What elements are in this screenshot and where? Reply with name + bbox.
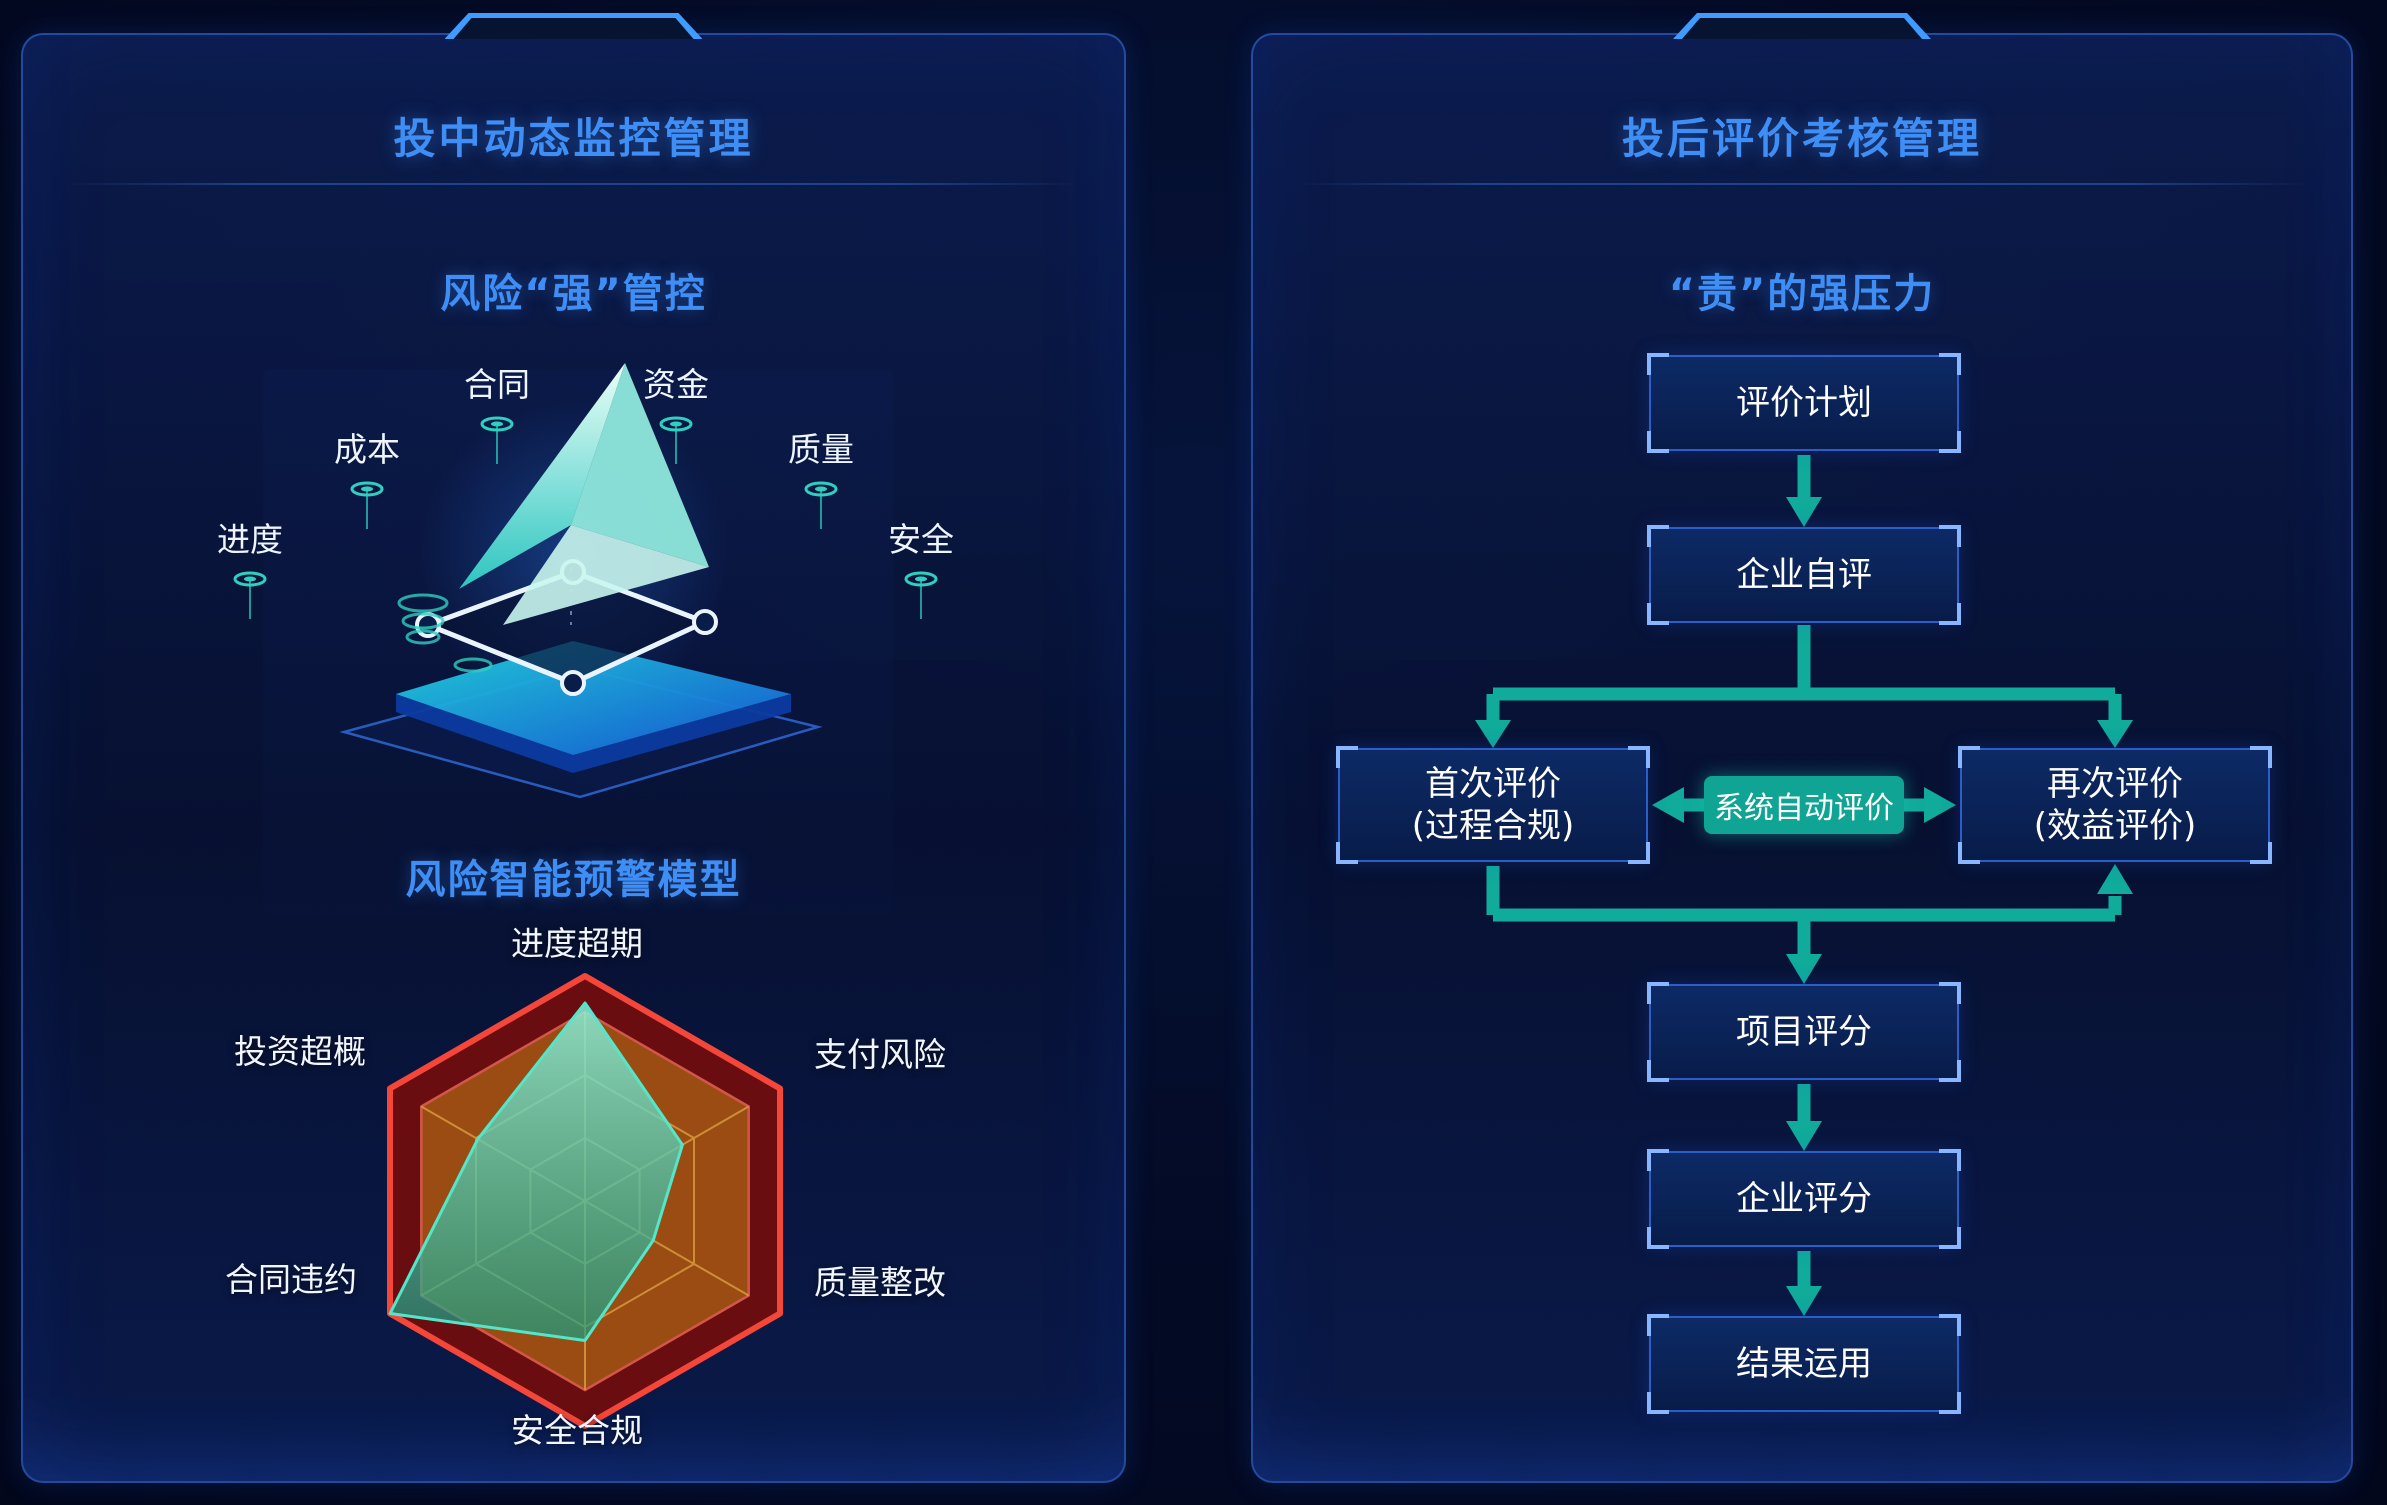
monitor-label-funds: 资金 [643, 358, 709, 468]
monitor-label-text: 成本 [334, 430, 400, 469]
connector-arrowheads [1475, 497, 2133, 1316]
left-panel-title: 投中动态监控管理 [393, 114, 754, 163]
pin-icon [659, 416, 693, 464]
monitor-label-progress: 进度 [217, 513, 283, 623]
monitor-label-cost: 成本 [334, 423, 400, 533]
title-divider [1296, 183, 2308, 185]
flow-box-label: 企业自评 [1736, 554, 1872, 595]
panel-notch-inner [1682, 18, 1922, 39]
monitor-label-text: 合同 [464, 365, 530, 404]
flow-box-label: 项目评分 [1736, 1011, 1872, 1052]
panel-notch [1673, 13, 1931, 39]
radar-axis-quality-rectify: 质量整改 [814, 1263, 946, 1302]
radar-axis-progress-overdue: 进度超期 [511, 924, 643, 963]
panel-notch-inner [454, 18, 694, 39]
monitor-label-text: 质量 [788, 430, 854, 469]
flow-box-label: 结果运用 [1736, 1343, 1872, 1384]
flow-box-self-evaluation: 企业自评 [1647, 525, 1961, 625]
warning-model-title: 风险智能预警模型 [405, 857, 742, 903]
flow-box-label: 评价计划 [1736, 382, 1872, 423]
pin-icon [480, 416, 514, 464]
radar-data-polygon [388, 1001, 684, 1342]
pin-icon [350, 481, 384, 529]
auto-evaluation-badge: 系统自动评价 [1704, 776, 1904, 834]
paper-plane-underwing [503, 525, 709, 625]
pin-icon [804, 481, 838, 529]
risk-radar-chart [387, 973, 783, 1429]
flow-box-label: 首次评价 [1425, 763, 1561, 804]
panel-post-investment-evaluation: 投后评价考核管理 “责”的强压力 评价计划 企业自评 首次 [1251, 33, 2353, 1483]
panel-investment-monitoring: 投中动态监控管理 风险“强”管控 [21, 33, 1126, 1483]
flow-box-company-score: 企业评分 [1647, 1149, 1961, 1249]
flow-box-result-application: 结果运用 [1647, 1314, 1961, 1414]
monitor-label-text: 安全 [888, 520, 954, 559]
monitor-label-text: 进度 [217, 520, 283, 559]
platform-side [396, 694, 791, 773]
panel-notch [445, 13, 703, 39]
monitor-label-text: 资金 [643, 365, 709, 404]
radar-axis-payment-risk: 支付风险 [814, 1035, 946, 1074]
risk-control-subtitle: 风险“强”管控 [440, 271, 707, 317]
responsibility-subtitle: “责”的强压力 [1668, 271, 1936, 317]
pin-icon [233, 571, 267, 619]
flow-box-evaluation-plan: 评价计划 [1647, 353, 1961, 453]
platform-top [396, 641, 791, 755]
flow-box-first-evaluation: 首次评价 (过程合规) [1336, 746, 1650, 864]
paper-plane-right-wing [571, 363, 709, 567]
monitor-label-contract: 合同 [464, 358, 530, 468]
monitor-label-quality: 质量 [788, 423, 854, 533]
radar-axis-over-budget: 投资超概 [234, 1032, 366, 1071]
radar-axis-safety-compliance: 安全合规 [511, 1411, 643, 1450]
coil-rings-icon [397, 593, 493, 673]
radar-axis-contract-breach: 合同违约 [225, 1260, 357, 1299]
flow-box-sublabel: (过程合规) [1411, 806, 1575, 846]
flow-box-label: 企业评分 [1736, 1178, 1872, 1219]
flow-box-sublabel: (效益评价) [2033, 806, 2197, 846]
pin-icon [904, 571, 938, 619]
title-divider [67, 183, 1080, 185]
paper-plane-left-wing [459, 363, 625, 589]
isometric-risk-illustration [339, 363, 823, 799]
flow-box-re-evaluation: 再次评价 (效益评价) [1958, 746, 2272, 864]
flow-box-label: 再次评价 [2047, 763, 2183, 804]
monitor-label-safety: 安全 [888, 513, 954, 623]
right-panel-title: 投后评价考核管理 [1621, 114, 1982, 163]
auto-eval-label: 系统自动评价 [1714, 791, 1894, 826]
flow-box-project-score: 项目评分 [1647, 982, 1961, 1082]
